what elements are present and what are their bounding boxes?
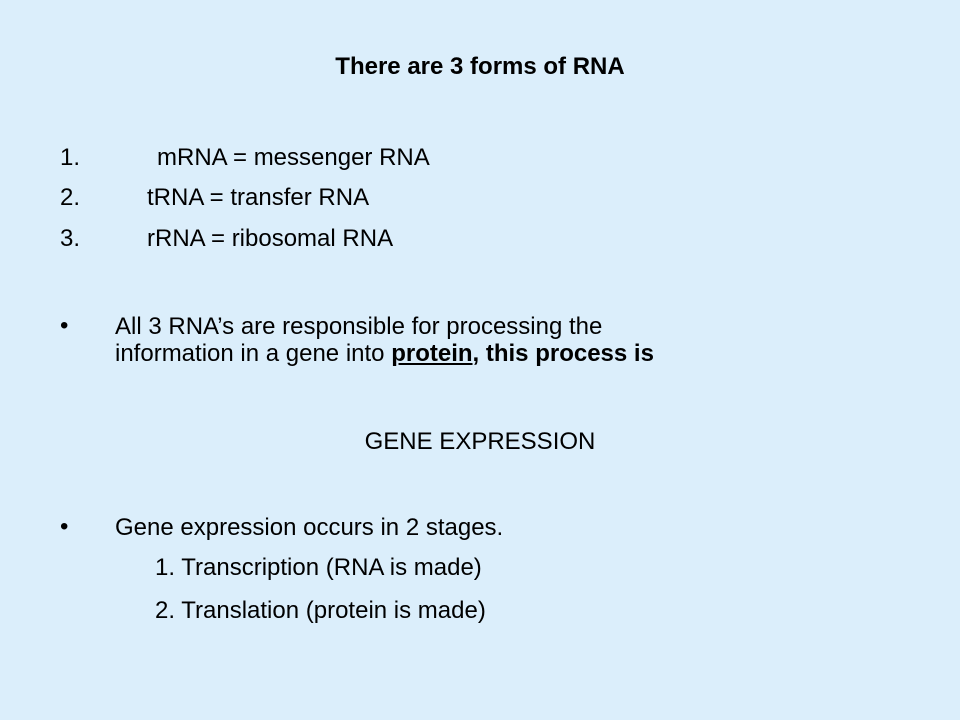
protein-underlined: protein (391, 340, 473, 367)
bullet-symbol: • (60, 312, 69, 339)
rna-form-text: tRNA = transfer RNA (147, 184, 370, 211)
bullet-symbol: • (60, 513, 69, 540)
bullet-text-rna-roles: All 3 RNA’s are responsible for processi… (115, 313, 875, 367)
bullet-line-1: All 3 RNA’s are responsible for processi… (115, 313, 603, 340)
bullet-line-2-bold: , this process is (472, 340, 654, 367)
bullet-line-2-plain: information in a gene into (115, 340, 392, 367)
bullet-text-stages: Gene expression occurs in 2 stages. (115, 514, 504, 541)
rna-form-number: 1. (60, 144, 81, 171)
rna-form-number: 2. (60, 184, 81, 211)
slide-title: There are 3 forms of RNA (335, 53, 625, 80)
rna-form-number: 3. (60, 225, 81, 252)
gene-expression-heading: GENE EXPRESSION (364, 428, 596, 455)
rna-form-text: rRNA = ribosomal RNA (147, 225, 394, 252)
rna-form-text: mRNA = messenger RNA (157, 144, 430, 171)
stage-item: 2. Translation (protein is made) (155, 597, 486, 624)
stage-item: 1. Transcription (RNA is made) (155, 554, 482, 581)
